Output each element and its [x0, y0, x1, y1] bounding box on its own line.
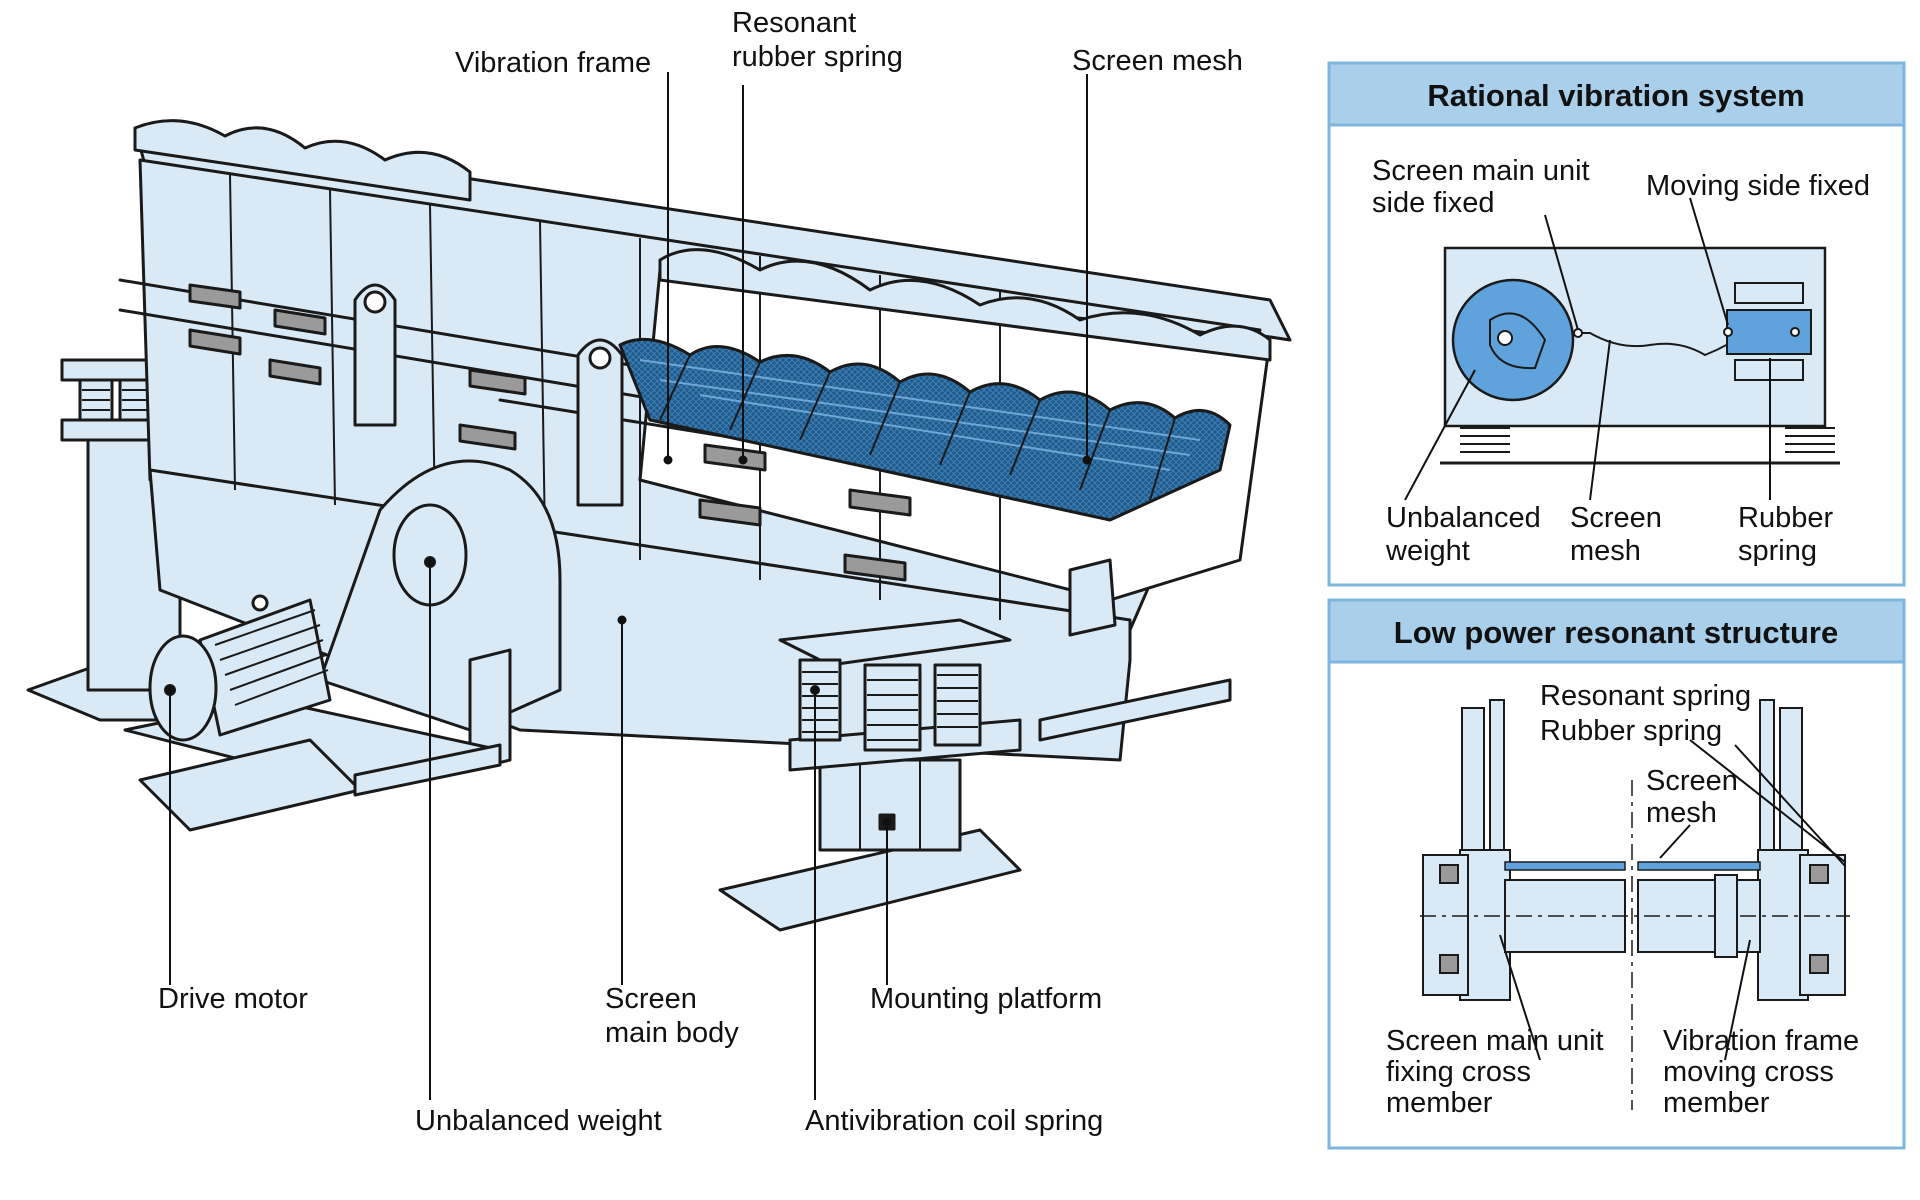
label-unbalanced-weight: Unbalanced weight [415, 1105, 662, 1137]
resonant-label-screen-mesh-line2: mesh [1646, 797, 1717, 829]
label-resonant-rubber-spring-line1: Resonant [732, 7, 856, 39]
label-drive-motor: Drive motor [158, 983, 308, 1015]
panel-resonant-title: Low power resonant structure [1394, 615, 1838, 650]
rational-label-moving-side-fixed: Moving side fixed [1646, 170, 1870, 202]
panel-rational-title: Rational vibration system [1427, 78, 1804, 113]
resonant-label-resonant-spring: Resonant spring [1540, 680, 1751, 712]
rational-label-screen-main-unit-line1: Screen main unit [1372, 155, 1590, 187]
resonant-label-screen-mesh-line1: Screen [1646, 765, 1738, 797]
screen-mesh-deck [618, 337, 1232, 522]
main-leader-lines [165, 72, 1092, 1100]
label-antivibration-coil-spring: Antivibration coil spring [805, 1105, 1103, 1137]
label-screen-mesh: Screen mesh [1072, 45, 1243, 77]
resonant-label-fixing-cross-line1: Screen main unit [1386, 1025, 1604, 1057]
drive-motor [148, 594, 332, 742]
unbalanced-weight-housing [318, 459, 562, 772]
label-screen-main-body-line1: Screen [605, 983, 697, 1015]
resonant-left-member [1422, 699, 1511, 1001]
vibration-frame-lugs [353, 283, 624, 507]
rational-label-rubber-spring-line2: spring [1738, 535, 1817, 567]
resonant-label-fixing-cross-line3: member [1386, 1087, 1493, 1119]
rational-rubber-spring [1723, 282, 1812, 381]
label-screen-main-body-line2: main body [605, 1017, 739, 1049]
rational-label-unbalanced-weight-line2: weight [1385, 535, 1470, 567]
rational-label-unbalanced-weight-line1: Unbalanced [1386, 502, 1541, 534]
resonant-label-moving-cross-line2: moving cross [1663, 1056, 1834, 1088]
rational-label-screen-main-unit-line2: side fixed [1372, 187, 1495, 219]
rational-label-screen-mesh-line2: mesh [1570, 535, 1641, 567]
resonant-right-member [1757, 699, 1846, 1001]
panel-rational-vibration-system: Rational vibration system Screen [1327, 61, 1906, 587]
rational-label-rubber-spring-line1: Rubber [1738, 502, 1833, 534]
label-vibration-frame: Vibration frame [455, 47, 651, 79]
resonant-label-moving-cross-line1: Vibration frame [1663, 1025, 1859, 1057]
label-resonant-rubber-spring-line2: rubber spring [732, 41, 903, 73]
main-labels: Vibration frame Resonant rubber spring S… [158, 7, 1243, 1137]
resonant-label-fixing-cross-line2: fixing cross [1386, 1056, 1531, 1088]
label-mounting-platform: Mounting platform [870, 983, 1102, 1015]
resonant-rubber-spring-blocks [188, 283, 912, 582]
panel-low-power-resonant-structure: Low power resonant structure [1327, 598, 1906, 1150]
resonant-label-moving-cross-line3: member [1663, 1087, 1770, 1119]
antivibration-spring-platform [778, 618, 1022, 772]
resonant-cross-member [1420, 780, 1850, 1110]
machine-illustration [26, 119, 1292, 932]
rational-unbalanced-weight [1451, 278, 1575, 402]
resonant-label-rubber-spring: Rubber spring [1540, 715, 1722, 747]
rational-label-screen-mesh-line1: Screen [1570, 502, 1662, 534]
mounting-platform-right [718, 678, 1232, 932]
